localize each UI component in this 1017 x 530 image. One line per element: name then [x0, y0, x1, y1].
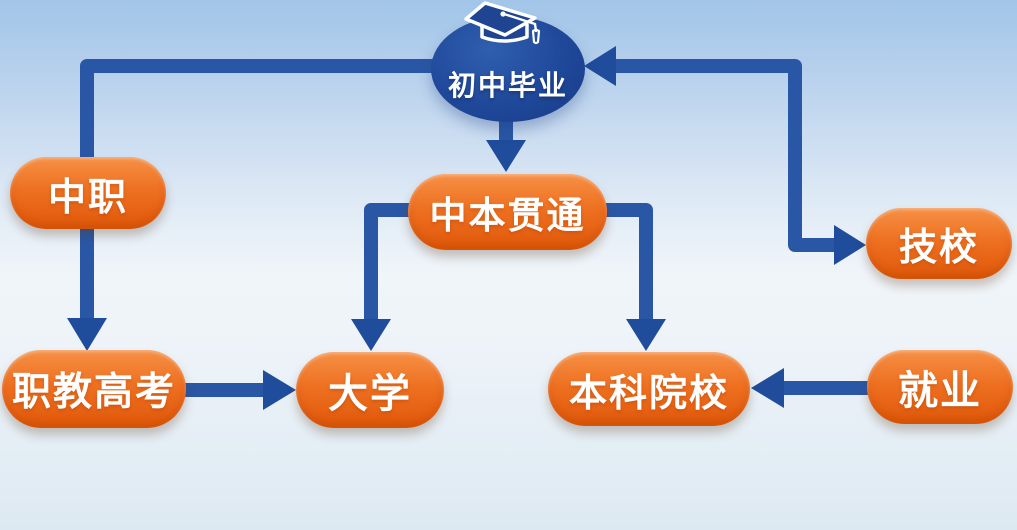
graduation-cap-icon — [464, 1, 541, 45]
node-middle-to-bachelor-program: 中本贯通 — [408, 174, 607, 250]
node-junior-high-graduation-label: 初中毕业 — [447, 70, 568, 101]
arrowhead-into-undergraduate-icon — [626, 319, 666, 351]
node-technical-school-label: 技校 — [898, 227, 979, 269]
edge-middle-bachelor-to-university-line — [364, 203, 412, 321]
node-undergraduate-college-label: 本科院校 — [568, 372, 729, 415]
arrowhead-into-root-icon — [584, 46, 616, 86]
arrowhead-into-undergraduate-right-icon — [751, 368, 784, 408]
node-secondary-vocational: 中职 — [10, 157, 166, 229]
node-secondary-vocational-label: 中职 — [47, 176, 128, 219]
edge-root-to-vocational-line — [80, 59, 433, 322]
arrowhead-into-middle-bachelor-icon — [486, 140, 526, 172]
arrowhead-into-vocational-gaokao-icon — [67, 318, 107, 351]
arrowhead-into-technical-school-icon — [834, 225, 866, 265]
node-employment-label: 就业 — [898, 369, 982, 413]
node-university-label: 大学 — [328, 372, 412, 416]
node-middle-to-bachelor-program-label: 中本贯通 — [429, 195, 586, 236]
node-technical-school: 技校 — [866, 208, 1012, 279]
node-undergraduate-college: 本科院校 — [548, 352, 750, 426]
edge-root-technical-school-line — [612, 59, 836, 252]
node-vocational-education-gaokao-label: 职教高考 — [11, 371, 176, 414]
node-vocational-education-gaokao: 职教高考 — [2, 350, 186, 428]
arrowhead-into-university-left-icon — [263, 370, 296, 410]
edge-middle-bachelor-to-undergraduate-line — [604, 203, 653, 321]
node-university: 大学 — [296, 352, 444, 428]
node-employment: 就业 — [867, 350, 1013, 424]
arrowhead-into-university-icon — [351, 319, 391, 351]
